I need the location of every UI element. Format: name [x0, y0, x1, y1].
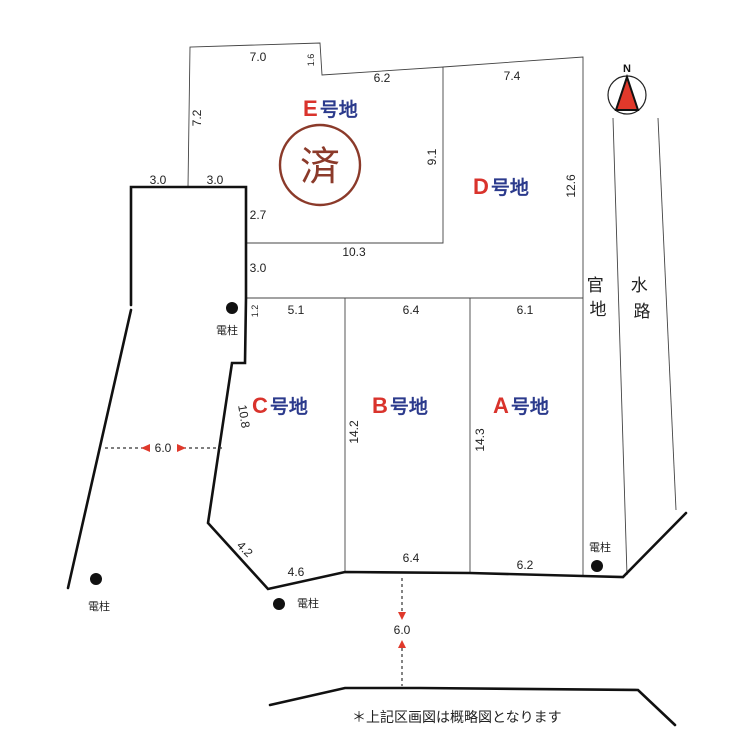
lot-b-suffix: 号地	[390, 395, 428, 418]
lot-e-outline	[187, 42, 444, 244]
dim-e-inner-side: 2.7	[250, 208, 267, 222]
south-road-width: 6.0	[394, 578, 411, 686]
canal-east-line	[657, 117, 677, 511]
north-arrow: N	[607, 63, 647, 115]
road-lines	[66, 185, 688, 727]
canal-west-line	[612, 117, 628, 576]
dim-b-top: 6.4	[403, 303, 420, 317]
dim-e-top-right: 6.2	[374, 71, 391, 85]
dim-a-bottom: 6.2	[517, 558, 534, 572]
lot-e-suffix: 号地	[320, 98, 358, 121]
pole-label-3: 電柱	[297, 596, 319, 610]
lot-b-letter: B	[372, 393, 388, 418]
dim-stem-top-right: 3.0	[207, 173, 224, 187]
kanchi-char-1: 官	[587, 276, 604, 296]
dim-stem-top-left: 3.0	[150, 173, 167, 187]
suiro-char-2: 路	[634, 302, 651, 322]
lot-a-suffix: 号地	[511, 395, 549, 418]
vertical-labels: 官 地 水 路	[587, 276, 653, 322]
north-label: N	[623, 63, 631, 75]
dim-d-right: 12.6	[564, 174, 578, 198]
lot-a-letter: A	[493, 393, 509, 418]
lot-e-letter: E	[303, 96, 318, 121]
dim-e-top-left: 7.0	[250, 50, 267, 64]
dim-c-top-small: 1.2	[250, 305, 260, 318]
pole-label-4: 電柱	[589, 540, 611, 554]
kanchi-label: 官 地	[587, 276, 609, 320]
suiro-label: 水 路	[631, 276, 653, 322]
dim-b-left: 14.2	[347, 420, 361, 444]
pole-label-1: 電柱	[216, 323, 238, 337]
pole-marker-3	[273, 598, 285, 610]
kanchi-char-2: 地	[590, 300, 607, 320]
disclaimer-note: ＊上記区画図は概略図となります	[352, 709, 562, 726]
west-road-edge	[129, 185, 688, 591]
south-road-edge	[268, 686, 677, 727]
sold-stamp-text: 済	[300, 144, 340, 190]
lot-d-letter: D	[473, 174, 489, 199]
pole-marker-4	[591, 560, 603, 572]
dimension-labels: 7.0 1.6 6.2 7.2 9.1 10.3 2.7 7.4 12.6 3.…	[150, 50, 578, 579]
pole-label-2: 電柱	[88, 599, 110, 613]
road-south-width-label: 6.0	[394, 623, 411, 637]
sold-stamp: 済	[278, 123, 362, 207]
west-road-width: 6.0	[105, 441, 222, 455]
dim-e-right: 9.1	[425, 148, 439, 165]
lot-c-suffix: 号地	[270, 395, 308, 418]
dim-e-left: 7.2	[190, 109, 204, 126]
dim-c-bottom: 4.6	[288, 565, 305, 579]
suiro-char-1: 水	[631, 276, 648, 296]
dim-e-bottom: 10.3	[342, 245, 366, 259]
lot-boundaries	[187, 42, 677, 576]
dim-stem-side: 3.0	[250, 261, 267, 275]
dim-a-top: 6.1	[517, 303, 534, 317]
pole-marker-1	[226, 302, 238, 314]
dim-c-top: 5.1	[288, 303, 305, 317]
lot-c-letter: C	[252, 393, 268, 418]
road-west-width-label: 6.0	[155, 441, 172, 455]
lot-d-outline	[442, 56, 584, 298]
dim-d-top: 7.4	[504, 69, 521, 83]
lot-d-suffix: 号地	[491, 176, 529, 199]
west-road-far-edge	[66, 308, 133, 590]
dim-e-step: 1.6	[306, 54, 316, 67]
dim-a-left: 14.3	[473, 428, 487, 452]
dim-b-bottom: 6.4	[403, 551, 420, 565]
utility-poles: 電柱 電柱 電柱 電柱	[88, 302, 611, 613]
pole-marker-2	[90, 573, 102, 585]
dim-c-left: 10.8	[235, 404, 253, 430]
